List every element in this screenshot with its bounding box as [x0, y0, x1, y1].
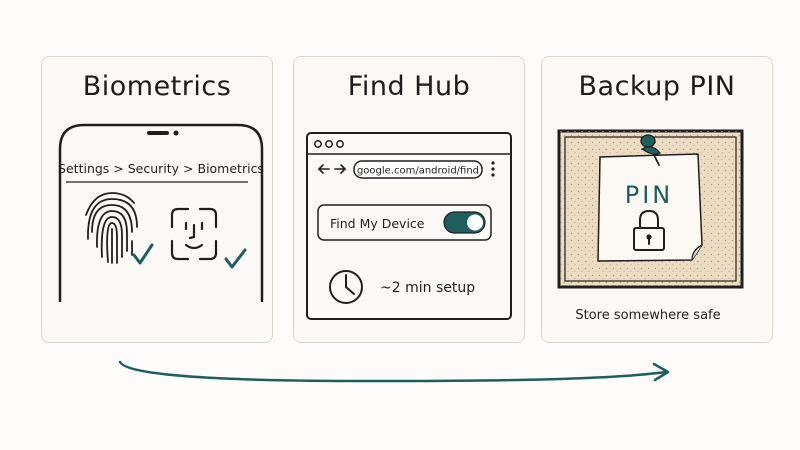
forward-arrow-icon	[334, 164, 347, 174]
face-scan-icon	[170, 207, 218, 261]
corkboard-illustration: PIN Store somewhere safe	[557, 129, 744, 323]
settings-breadcrumb: Settings > Security > Biometrics	[58, 161, 264, 176]
address-bar[interactable]	[353, 160, 483, 179]
backup-pin-title: Backup PIN	[578, 71, 736, 102]
setup-time-text: ~2 min setup	[380, 280, 475, 296]
back-arrow-icon	[317, 164, 330, 174]
fingerprint-icon	[85, 192, 138, 264]
check-icon	[224, 248, 247, 269]
address-bar-url: google.com/android/find	[357, 166, 479, 177]
find-hub-card: Find Hub google.com/android/find Find My…	[293, 56, 525, 343]
find-my-device-row	[317, 204, 492, 241]
pushpin-icon	[640, 134, 661, 166]
browser-illustration: google.com/android/find Find My Device ~…	[306, 132, 512, 320]
check-icon	[132, 243, 154, 265]
padlock-icon	[633, 209, 665, 251]
menu-dots-icon[interactable]	[491, 161, 495, 177]
find-my-device-toggle[interactable]	[443, 211, 486, 234]
phone-illustration: Settings > Security > Biometrics	[58, 123, 264, 303]
store-safe-caption: Store somewhere safe	[575, 308, 720, 323]
pin-note-text: PIN	[625, 181, 674, 209]
biometrics-title: Biometrics	[82, 71, 232, 102]
find-my-device-label: Find My Device	[330, 216, 425, 231]
backup-pin-card: Backup PIN PIN St	[541, 56, 773, 343]
clock-icon	[329, 270, 363, 304]
find-hub-title: Find Hub	[347, 71, 471, 102]
biometrics-card: Biometrics Settings > Security > Biometr…	[41, 56, 273, 343]
